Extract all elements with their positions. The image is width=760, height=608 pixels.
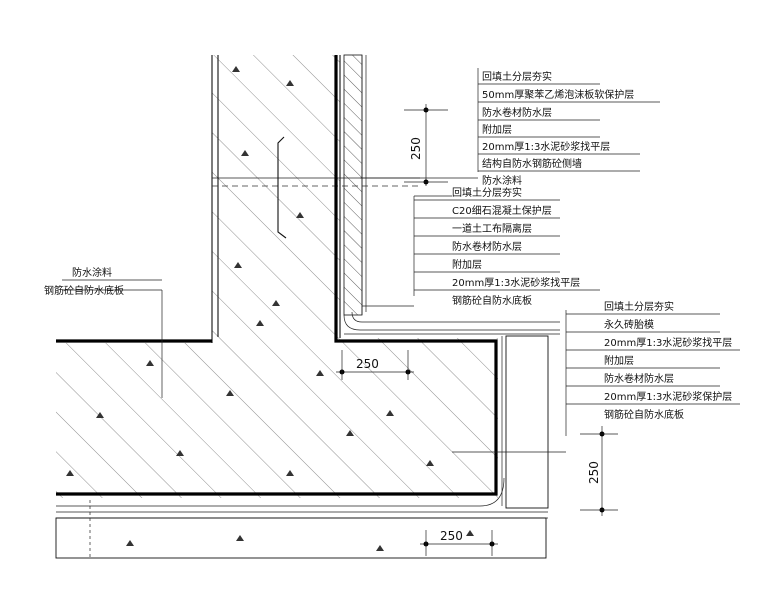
dim-step-width: 250 [336,350,414,380]
dim-edge-height-label: 250 [587,461,601,484]
dim-wall-height: 250 [404,104,448,186]
rebar-symbol [277,136,287,239]
callout-wall-top-3: 防水卷材防水层 [482,106,552,119]
aggregate-marks [66,66,474,551]
callout-wall-top-5: 20mm厚1:3水泥砂浆找平层 [482,140,610,153]
callout-slab-edge-6: 20mm厚1:3水泥砂浆保护层 [604,390,732,403]
bottom-cushion [55,500,547,560]
callouts-slab-edge: 回填土分层夯实 永久砖胎模 20mm厚1:3水泥砂浆找平层 附加层 防水卷材防水… [566,300,740,421]
dim-wall-height-label: 250 [409,137,423,160]
callout-wall-base-3: 一道土工布隔离层 [452,222,532,235]
callout-wall-base-1: 回填土分层夯实 [452,186,522,199]
callout-slab-edge-2: 永久砖胎模 [604,318,654,331]
callout-slab-edge-3: 20mm厚1:3水泥砂浆找平层 [604,336,732,349]
callout-slab-edge-7: 钢筋砼自防水底板 [604,408,684,421]
callout-slab-edge-4: 附加层 [604,354,634,367]
leader-lines [62,68,567,453]
dim-edge-height: 250 [580,426,618,516]
callouts-wall-top: 回填土分层夯实 50mm厚聚苯乙烯泡沫板软保护层 防水卷材防水层 附加层 20m… [478,70,660,187]
dim-bottom-width-label: 250 [440,529,463,543]
wall-protection-layers [343,54,560,335]
waterproof-membrane [56,55,498,496]
callout-left-2: 钢筋砼自防水底板 [44,284,124,297]
callout-slab-edge-1: 回填土分层夯实 [604,300,674,313]
dim-step-width-label: 250 [356,357,379,371]
callouts-wall-base: 回填土分层夯实 C20细石混凝土保护层 一道土工布隔离层 防水卷材防水层 附加层… [414,186,600,307]
callouts-left: 防水涂料 钢筋砼自防水底板 [44,266,162,297]
callout-wall-top-7: 防水涂料 [482,174,522,187]
callout-wall-base-2: C20细石混凝土保护层 [452,204,552,217]
dim-bottom-width: 250 [420,529,498,556]
callout-wall-base-4: 防水卷材防水层 [452,240,522,253]
concrete-mass [56,55,498,498]
callout-wall-base-7: 钢筋砼自防水底板 [452,294,532,307]
callout-wall-top-1: 回填土分层夯实 [482,70,552,83]
callout-slab-edge-5: 防水卷材防水层 [604,372,674,385]
callout-wall-top-4: 附加层 [482,123,512,136]
callout-wall-top-2: 50mm厚聚苯乙烯泡沫板软保护层 [482,88,634,101]
callout-left-1: 防水涂料 [72,266,112,279]
callout-wall-base-6: 20mm厚1:3水泥砂浆找平层 [452,276,580,289]
callout-wall-top-6: 结构自防水钢筋砼侧墙 [482,157,582,170]
callout-wall-base-5: 附加层 [452,258,482,271]
